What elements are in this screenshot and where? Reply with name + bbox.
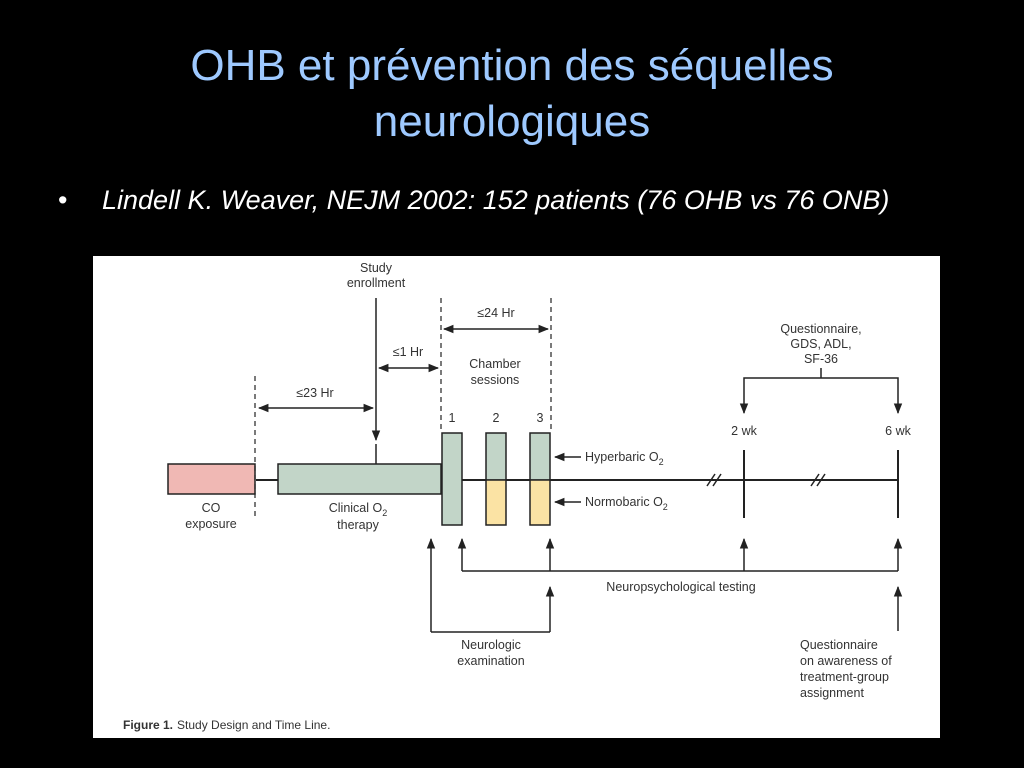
session-2-normobaric [485,479,507,526]
awareness-label-line3: treatment-group [800,670,889,684]
awareness-label-line1: Questionnaire [800,638,878,652]
neuro-exam-label-line1: Neurologic [461,638,521,652]
bullet-dot: • [58,185,68,215]
week-6-label: 6 wk [885,424,911,438]
clinical-subscript: 2 [382,508,387,518]
questionnaire-label-line3: SF-36 [804,352,838,366]
session-1-label: 1 [449,411,456,425]
normobaric-subscript: 2 [663,502,668,512]
questionnaire-label-line2: GDS, ADL, [790,337,851,351]
hyperbaric-label: Hyperbaric O2 [585,450,664,467]
chamber-label-line1: Chamber [469,357,520,371]
session-1-hyperbaric [441,432,463,526]
timeline-diagram: Study enrollment ≤23 Hr ≤1 Hr ≤24 Hr Cha… [123,261,912,732]
clinical-label-line2: therapy [337,518,379,532]
enrollment-label-line2: enrollment [347,276,406,290]
slide-title-line1: OHB et prévention des séquelles [190,41,834,90]
week-2-label: 2 wk [731,424,757,438]
co-label-line2: exposure [185,517,236,531]
study-design-figure: Study enrollment ≤23 Hr ≤1 Hr ≤24 Hr Cha… [93,256,940,738]
caption-bold: Figure 1. [123,718,173,732]
chamber-label-line2: sessions [471,373,520,387]
hyperbaric-subscript: 2 [659,457,664,467]
slide-title-line2: neurologiques [373,97,651,146]
bullet-item: • Lindell K. Weaver, NEJM 2002: 152 pati… [58,184,968,216]
awareness-label-line4: assignment [800,686,864,700]
neuro-exam-label-line2: examination [457,654,524,668]
session-3-label: 3 [537,411,544,425]
questionnaire-bracket [739,377,903,415]
timeline-break-marks [706,473,826,487]
questionnaire-label-line1: Questionnaire, [780,322,861,336]
session-2-label: 2 [493,411,500,425]
awareness-label-line2: on awareness of [800,654,892,668]
figure-caption: Figure 1. Study Design and Time Line. [123,718,330,732]
clinical-o2-bar [277,463,442,495]
caption-text: Study Design and Time Line. [177,718,330,732]
co-label-line1: CO [202,501,221,515]
normobaric-label: Normobaric O2 [585,495,668,512]
session-3-hyperbaric [529,432,551,481]
slide-title: OHB et prévention des séquelles neurolog… [0,38,1024,150]
interval-23hr-label: ≤23 Hr [296,386,333,400]
session-2-hyperbaric [485,432,507,481]
clinical-label-line1: Clinical O2 [329,501,388,518]
neuropsych-label: Neuropsychological testing [606,580,755,594]
interval-24hr-label: ≤24 Hr [477,306,514,320]
enrollment-label-line1: Study [360,261,393,275]
co-exposure-bar [167,463,256,495]
interval-1hr-label: ≤1 Hr [393,345,423,359]
session-3-normobaric [529,479,551,526]
dashed-guides [254,298,552,518]
bullet-text: Lindell K. Weaver, NEJM 2002: 152 patien… [102,185,890,215]
